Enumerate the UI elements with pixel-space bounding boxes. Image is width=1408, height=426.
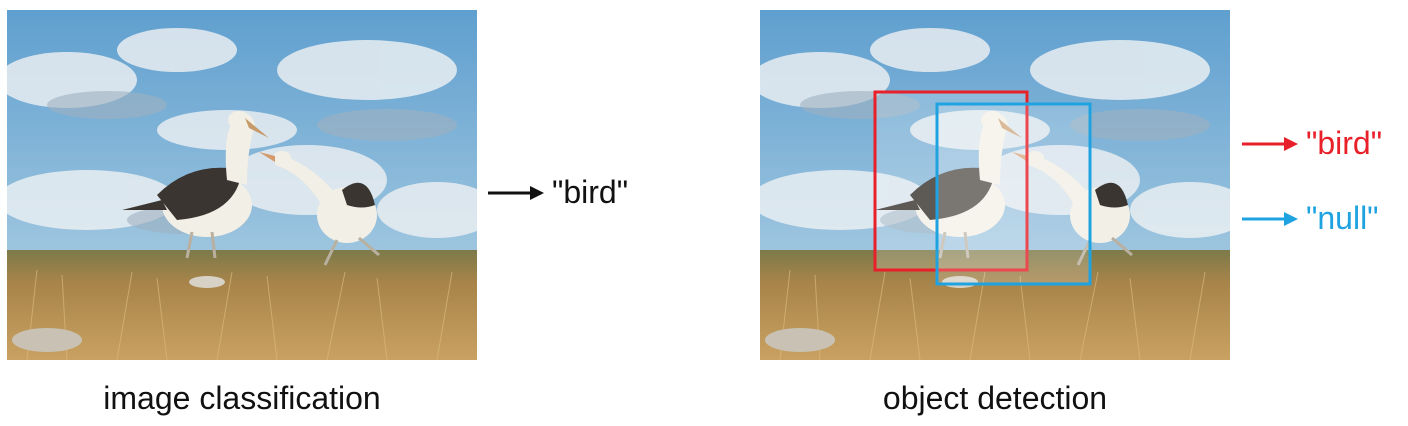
detection-photo: [760, 10, 1230, 360]
detection-output-null: "null": [1240, 200, 1379, 237]
arrow-right-icon: [1242, 136, 1298, 151]
classification-label: "bird": [552, 174, 629, 210]
caption-image-classification: image classification: [103, 380, 381, 416]
arrow-right-icon: [488, 185, 544, 200]
caption-object-detection: object detection: [882, 380, 1108, 416]
red-bounding-box: [873, 90, 1029, 272]
albatross-left: [122, 111, 269, 259]
albatross-photo: [7, 10, 477, 360]
albatross-right: [259, 151, 380, 266]
albatross-photo-detection: [760, 10, 1230, 360]
blue-bounding-box: [935, 102, 1092, 286]
albatross-right: [1012, 151, 1133, 266]
classification-photo: [7, 10, 477, 360]
arrow-right-icon: [1242, 211, 1298, 226]
detection-label-null: "null": [1306, 200, 1379, 236]
detection-output-bird: "bird": [1240, 125, 1382, 162]
classification-output: "bird": [486, 174, 628, 211]
detection-label-bird: "bird": [1306, 125, 1383, 161]
